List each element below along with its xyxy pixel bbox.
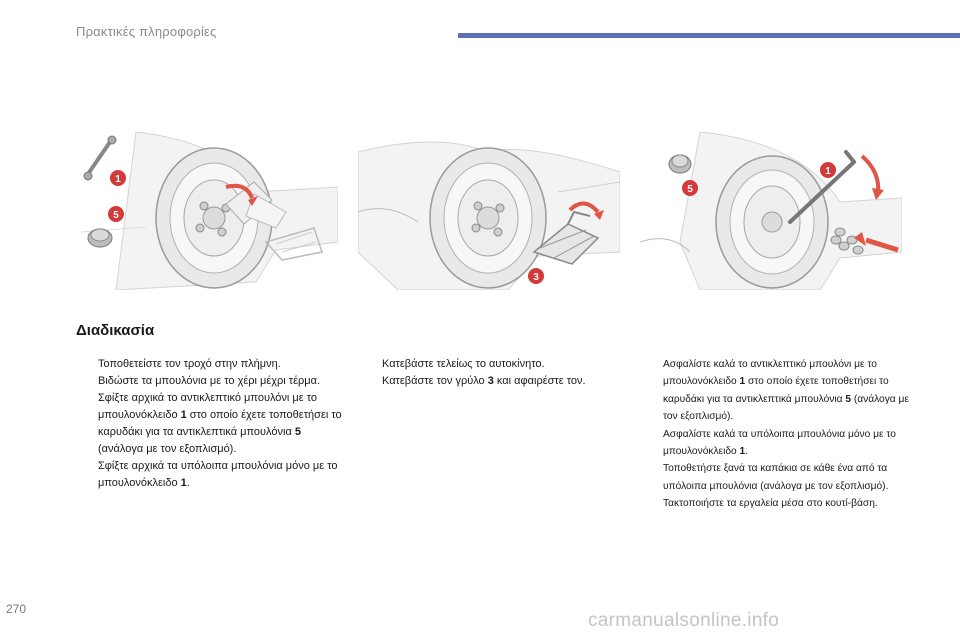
instruction-list: Τοποθετείστε τον τροχό στην πλήμνη. Βιδώσ…	[76, 356, 342, 492]
page-header-title: Πρακτικές πληροφορίες	[76, 24, 217, 39]
instruction-item: Τοποθετείστε τον τροχό στην πλήμνη.	[98, 358, 281, 370]
svg-text:1: 1	[825, 166, 831, 177]
instruction-item: Ασφαλίστε καλά τα υπόλοιπα μπουλόνια μόν…	[663, 428, 896, 458]
reference-number: 1	[739, 376, 746, 388]
instruction-item: Σφίξτε αρχικά τα υπόλοιπα μπουλόνια μόνο…	[98, 460, 338, 489]
wheel-illustration-3: 1 5	[640, 132, 902, 290]
procedure-heading: Διαδικασία	[76, 322, 155, 339]
instruction-item: Κατεβάστε τον γρύλο 3 και αφαιρέστε τον.	[382, 375, 586, 387]
callout-3: 3	[528, 268, 544, 284]
watermark: carmanualsonline.info	[588, 610, 780, 631]
wheel-illustration-2: 3	[358, 141, 620, 290]
svg-text:5: 5	[687, 184, 693, 195]
instruction-item: Τακτοποιήστε τα εργαλεία μέσα στο κουτί-…	[663, 498, 878, 510]
svg-text:1: 1	[115, 174, 121, 185]
antitheft-socket-icon	[87, 228, 113, 248]
header-accent-bar	[458, 33, 960, 38]
reference-number: 3	[487, 375, 494, 387]
instruction-list: Ασφαλίστε καλά το αντικλεπτικό μπουλόνι …	[642, 356, 918, 513]
callout-1: 1	[110, 170, 126, 186]
instruction-item: Βιδώστε τα μπουλόνια με το χέρι μέχρι τέ…	[98, 375, 321, 387]
antitheft-socket-icon	[668, 154, 692, 174]
svg-text:5: 5	[113, 210, 119, 221]
instruction-item: Κατεβάστε τελείως το αυτοκίνητο.	[382, 358, 545, 370]
reference-number: 5	[845, 393, 852, 405]
instruction-list: Κατεβάστε τελείως το αυτοκίνητο. Κατεβάστ…	[360, 356, 626, 390]
instruction-item: Σφίξτε αρχικά το αντικλεπτικό μπουλόνι μ…	[98, 392, 342, 455]
instructions-column-1: Τοποθετείστε τον τροχό στην πλήμνη. Βιδώσ…	[76, 356, 342, 492]
reference-number: 1	[180, 477, 187, 489]
instructions-column-2: Κατεβάστε τελείως το αυτοκίνητο. Κατεβάστ…	[360, 356, 626, 390]
callout-5: 5	[682, 180, 698, 196]
wheel-illustration-1: 1 5	[80, 132, 338, 290]
svg-text:3: 3	[533, 272, 539, 283]
figure-lower-jack: 3	[358, 132, 620, 290]
reference-number: 1	[180, 409, 187, 421]
instruction-item: Τοποθετήστε ξανά τα καπάκια σε κάθε ένα …	[663, 463, 889, 492]
callout-1: 1	[820, 162, 836, 178]
reference-number: 5	[294, 426, 301, 438]
page-number: 270	[6, 602, 27, 616]
instructions-column-3: Ασφαλίστε καλά το αντικλεπτικό μπουλόνι …	[642, 356, 918, 513]
reference-number: 1	[739, 446, 746, 458]
callout-5: 5	[108, 206, 124, 222]
figure-tighten-antitheft-bolt: 1 5	[76, 132, 338, 290]
instruction-item: Ασφαλίστε καλά το αντικλεπτικό μπουλόνι …	[663, 359, 909, 423]
figure-fit-bolt-caps: 1 5	[640, 132, 902, 290]
